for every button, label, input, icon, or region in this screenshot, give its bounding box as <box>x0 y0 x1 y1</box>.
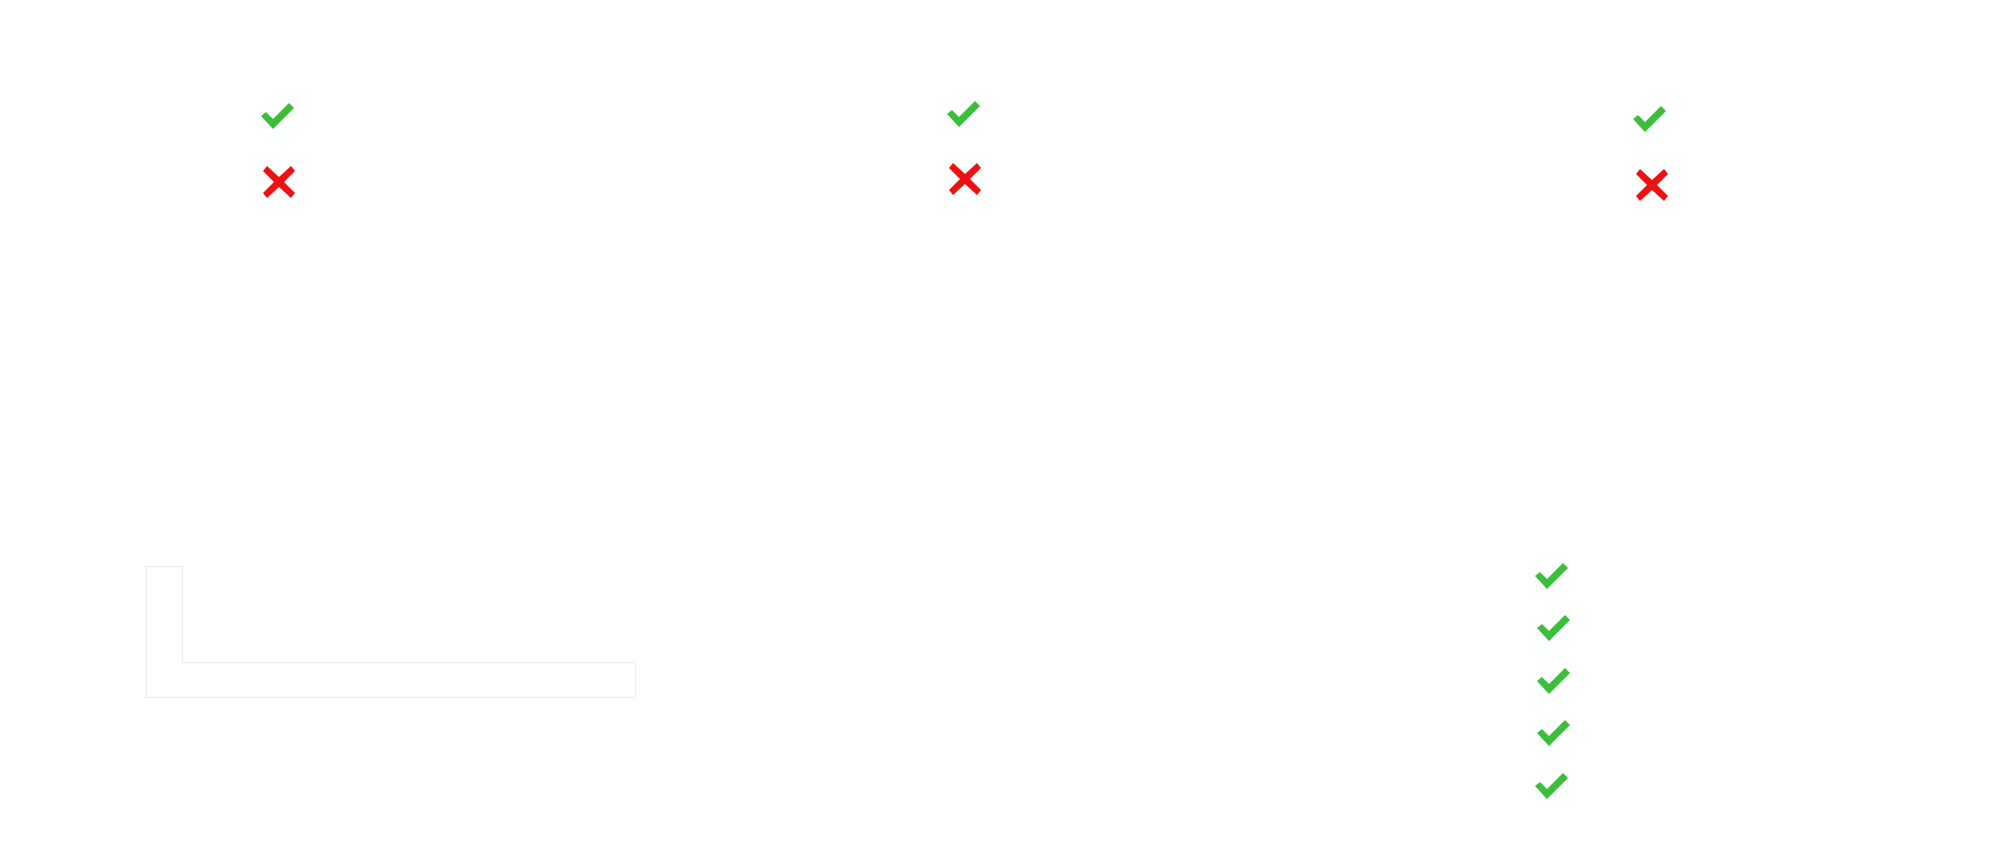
check-icon <box>1532 766 1572 806</box>
cross-icon <box>945 159 985 199</box>
check-icon <box>1534 713 1574 753</box>
outline-shape <box>146 566 636 698</box>
check-icon <box>258 96 298 136</box>
cross-icon <box>259 162 299 202</box>
check-icon <box>1534 608 1574 648</box>
check-icon <box>1630 99 1670 139</box>
check-icon <box>944 94 984 134</box>
check-icon <box>1532 556 1572 596</box>
cross-icon <box>1632 165 1672 205</box>
check-icon <box>1534 661 1574 701</box>
